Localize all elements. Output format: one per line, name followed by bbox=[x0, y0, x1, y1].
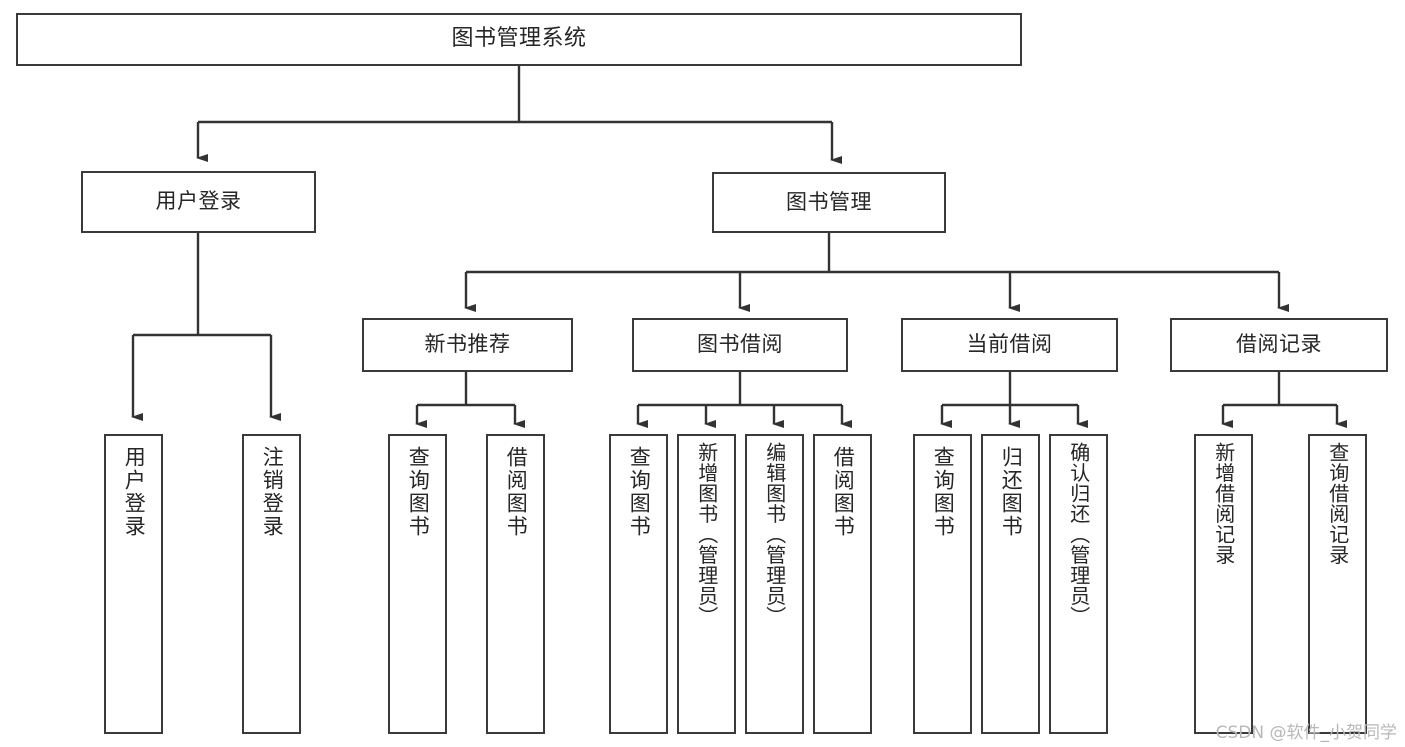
node-leaf-add-borrow-record[interactable]: 新增借阅记录 bbox=[1194, 434, 1253, 734]
node-book-borrow[interactable]: 图书借阅 bbox=[632, 318, 848, 372]
node-borrow-record-label: 借阅记录 bbox=[1236, 332, 1322, 357]
node-leaf-query-book-1[interactable]: 查询图书 bbox=[388, 434, 447, 734]
node-leaf-borrow-book-2[interactable]: 借阅图书 bbox=[813, 434, 872, 734]
node-leaf-logout-login[interactable]: 注销登录 bbox=[242, 434, 301, 734]
node-leaf-borrow-book-2-label: 借阅图书 bbox=[831, 446, 856, 538]
node-leaf-return-book[interactable]: 归还图书 bbox=[981, 434, 1040, 734]
node-leaf-confirm-return-admin[interactable]: 确认归还（管理员） bbox=[1049, 434, 1108, 734]
node-leaf-user-login-label: 用户登录 bbox=[122, 446, 147, 538]
node-user-login[interactable]: 用户登录 bbox=[81, 171, 316, 233]
node-leaf-add-book-admin[interactable]: 新增图书（管理员） bbox=[677, 434, 736, 734]
node-leaf-query-book-2-label: 查询图书 bbox=[627, 446, 652, 538]
node-leaf-add-book-admin-label: 新增图书（管理员） bbox=[694, 442, 719, 627]
node-current-borrow[interactable]: 当前借阅 bbox=[901, 318, 1118, 372]
node-leaf-logout-login-label: 注销登录 bbox=[260, 446, 285, 538]
node-root-label: 图书管理系统 bbox=[451, 26, 587, 52]
node-leaf-add-borrow-record-label: 新增借阅记录 bbox=[1211, 442, 1236, 565]
node-leaf-query-borrow-record[interactable]: 查询借阅记录 bbox=[1308, 434, 1367, 734]
node-leaf-return-book-label: 归还图书 bbox=[999, 446, 1024, 538]
node-leaf-query-borrow-record-label: 查询借阅记录 bbox=[1325, 442, 1350, 565]
csdn-watermark: CSDN @软件_小贺同学 bbox=[1215, 723, 1397, 743]
node-leaf-user-login[interactable]: 用户登录 bbox=[104, 434, 163, 734]
node-new-book-recommend-label: 新书推荐 bbox=[424, 332, 511, 357]
node-user-login-label: 用户登录 bbox=[155, 189, 242, 214]
node-leaf-confirm-return-admin-label: 确认归还（管理员） bbox=[1066, 442, 1091, 627]
node-leaf-borrow-book-1-label: 借阅图书 bbox=[504, 446, 529, 538]
node-leaf-query-book-2[interactable]: 查询图书 bbox=[609, 434, 668, 734]
node-root[interactable]: 图书管理系统 bbox=[16, 13, 1022, 66]
node-leaf-borrow-book-1[interactable]: 借阅图书 bbox=[486, 434, 545, 734]
node-leaf-edit-book-admin[interactable]: 编辑图书（管理员） bbox=[745, 434, 804, 734]
node-new-book-recommend[interactable]: 新书推荐 bbox=[362, 318, 573, 372]
node-book-manage[interactable]: 图书管理 bbox=[712, 172, 946, 233]
node-leaf-query-book-3-label: 查询图书 bbox=[931, 446, 956, 538]
node-borrow-record[interactable]: 借阅记录 bbox=[1170, 318, 1388, 372]
node-book-borrow-label: 图书借阅 bbox=[697, 332, 783, 357]
node-book-manage-label: 图书管理 bbox=[786, 189, 872, 214]
node-leaf-query-book-3[interactable]: 查询图书 bbox=[913, 434, 972, 734]
node-leaf-query-book-1-label: 查询图书 bbox=[406, 446, 431, 538]
node-leaf-edit-book-admin-label: 编辑图书（管理员） bbox=[762, 442, 787, 627]
node-current-borrow-label: 当前借阅 bbox=[966, 332, 1053, 357]
